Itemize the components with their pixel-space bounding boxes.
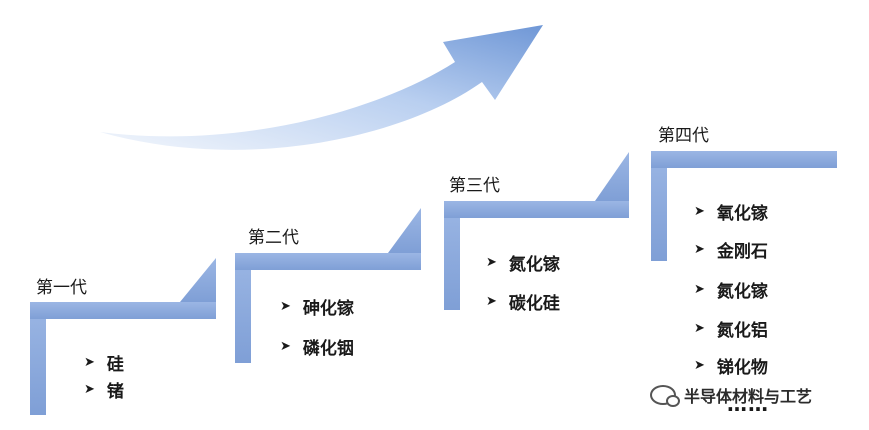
arrowhead-bullet-icon: ➤ [84,382,95,397]
arrowhead-bullet-icon: ➤ [486,255,497,270]
material-item: ➤ 硅 [84,350,124,375]
material-item: ➤ 氮化镓 [486,250,560,275]
more-ellipsis: …… [727,392,769,416]
arrowhead-bullet-icon: ➤ [694,242,705,257]
watermark-text: 半导体材料与工艺 [684,387,813,406]
material-item: ➤ 氧化镓 [694,199,768,224]
step-1 [30,258,216,415]
arrowhead-bullet-icon: ➤ [694,321,705,336]
material-item: ➤ 金刚石 [694,237,768,262]
material-label: 磷化铟 [302,339,354,359]
material-item: ➤ 碳化硅 [486,289,560,314]
material-item: ➤ 锗 [84,377,124,402]
material-label: 氮化镓 [716,282,768,302]
arrowhead-bullet-icon: ➤ [694,204,705,219]
material-label: 金刚石 [716,242,768,262]
material-label: 氮化铝 [716,321,768,341]
material-item: ➤ 砷化镓 [280,294,354,319]
generation-2-label: 第二代 [248,228,299,248]
arrowhead-bullet-icon: ➤ [486,294,497,309]
material-item: ➤ 锑化物 [694,353,768,378]
generation-4-label: 第四代 [658,126,709,146]
material-label: 氧化镓 [716,204,768,224]
material-label: 氮化镓 [508,255,560,275]
step-3 [444,152,629,310]
generation-3-label: 第三代 [449,176,500,196]
source-watermark: 半导体材料与工艺 [650,383,812,407]
material-item: ➤ 氮化镓 [694,277,768,302]
generation-1-label: 第一代 [36,278,87,298]
material-label: 碳化硅 [508,294,560,314]
arrowhead-bullet-icon: ➤ [280,299,291,314]
material-item: ➤ 氮化铝 [694,316,768,341]
arrowhead-bullet-icon: ➤ [694,358,705,373]
arrowhead-bullet-icon: ➤ [84,355,95,370]
material-label: 砷化镓 [302,299,354,319]
step-4 [651,151,837,261]
material-label: 锗 [106,382,124,402]
material-label: 锑化物 [716,358,768,378]
growth-arrow [100,25,543,150]
material-label: 硅 [106,355,124,375]
step-2 [235,208,421,363]
arrowhead-bullet-icon: ➤ [694,282,705,297]
material-item: ➤ 磷化铟 [280,334,354,359]
arrowhead-bullet-icon: ➤ [280,339,291,354]
wechat-icon [650,385,680,407]
